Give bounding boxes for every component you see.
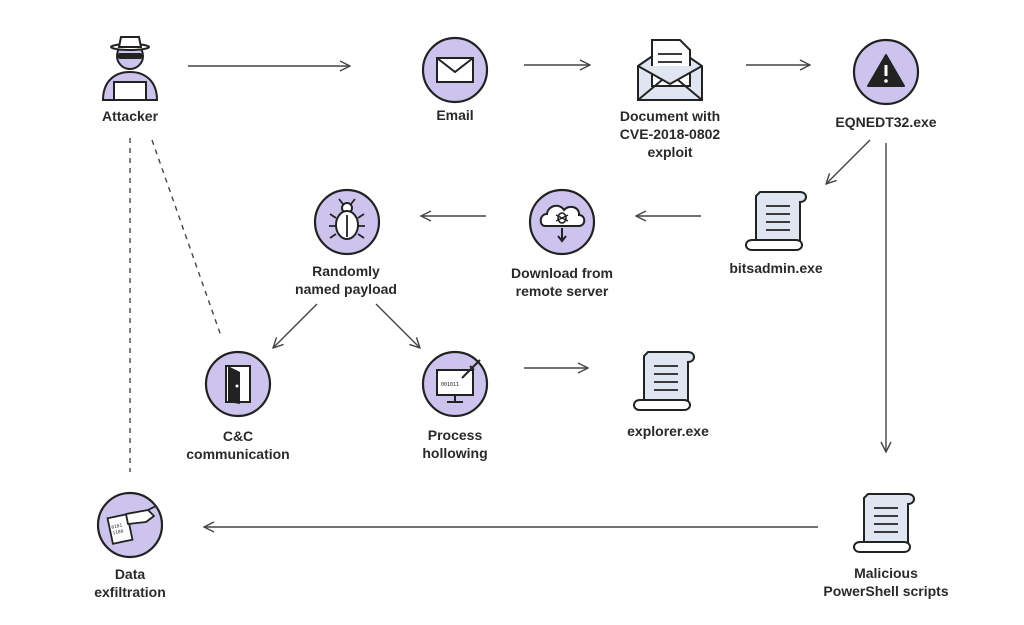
scroll-icon [853, 493, 915, 553]
door-icon [204, 350, 272, 418]
label-email: Email [436, 106, 473, 124]
label-line: Process [427, 427, 483, 443]
label-line: bitsadmin.exe [729, 260, 823, 276]
label-hollowing: Process hollowing [422, 426, 487, 462]
label-eqnedt: EQNEDT32.exe [835, 113, 936, 131]
label-line: exfiltration [94, 584, 166, 600]
svg-text:1100: 1100 [112, 528, 124, 536]
scroll-icon [633, 351, 695, 411]
label-attacker: Attacker [102, 107, 158, 125]
bug-icon [313, 188, 381, 256]
label-line: Document with [619, 108, 721, 124]
connectors [129, 65, 886, 527]
arrow-payload-to-cnc [273, 303, 318, 348]
hand-document-icon: 0101 1100 [96, 491, 164, 559]
label-cnc: C&C communication [186, 427, 289, 463]
label-line: Data [114, 566, 146, 582]
warning-icon [852, 38, 920, 106]
arrow-payload-to-hollowing [375, 303, 420, 348]
label-line: explorer.exe [627, 423, 709, 439]
label-line: exploit [647, 144, 693, 160]
label-line: Randomly [312, 263, 380, 279]
monitor-syringe-icon: 001011 [421, 350, 489, 418]
label-explorer: explorer.exe [627, 422, 709, 440]
document-envelope-icon [637, 39, 703, 101]
svg-text:001011: 001011 [441, 382, 459, 388]
label-payload: Randomly named payload [295, 262, 397, 298]
label-line: Malicious [854, 565, 918, 581]
label-line: Email [436, 107, 474, 123]
label-line: Download from [511, 265, 613, 281]
arrow-eqnedt-to-bitsadmin [826, 139, 871, 184]
label-line: CVE-2018-0802 [619, 126, 721, 142]
label-bitsadmin: bitsadmin.exe [729, 259, 822, 277]
label-line: named payload [295, 281, 397, 297]
envelope-icon [421, 36, 489, 104]
label-line: remote server [515, 283, 609, 299]
label-exfil: Data exfiltration [94, 565, 166, 601]
label-line: Attacker [101, 108, 159, 124]
label-line: PowerShell scripts [823, 583, 949, 599]
label-line: C&C [222, 428, 254, 444]
cloud-bug-download-icon [528, 188, 596, 256]
svg-text:0101: 0101 [111, 522, 123, 530]
scroll-icon [745, 191, 807, 251]
label-line: hollowing [422, 445, 488, 461]
label-line: EQNEDT32.exe [835, 114, 937, 130]
label-line: communication [186, 446, 290, 462]
hacker-icon [101, 36, 159, 101]
dashed-attacker-to-cnc [151, 139, 222, 337]
label-download: Download from remote server [511, 264, 613, 300]
